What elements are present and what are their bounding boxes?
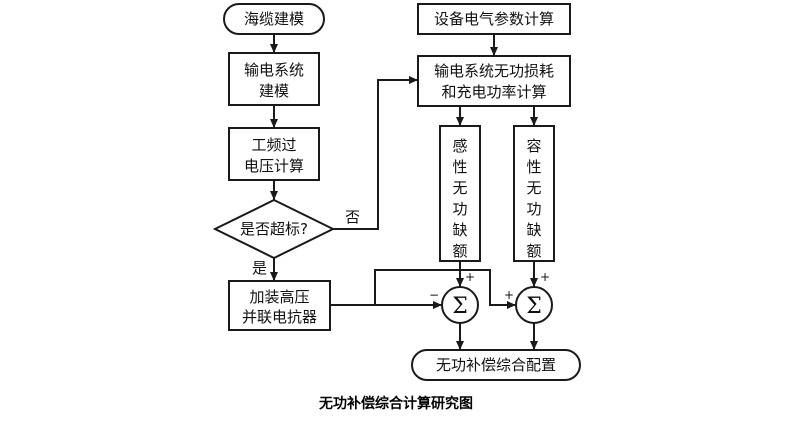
node-overvoltage-calc-label-2: 电压计算 [244, 157, 304, 175]
capacitive-char-4: 功 [526, 200, 541, 218]
branch-label-yes: 是 [252, 259, 267, 277]
node-capacitive-deficit: 容 性 无 功 缺 额 [513, 125, 555, 262]
node-exceed-check-label: 是否超标? [240, 220, 308, 238]
node-add-reactor-label-2: 并联电抗器 [242, 308, 317, 326]
node-reactive-loss-calc-label-2: 和充电功率计算 [441, 83, 546, 101]
figure-caption: 无功补偿综合计算研究图 [318, 395, 473, 412]
node-overvoltage-calc: 工频过 电压计算 [228, 127, 320, 181]
sign-plus-right-left: + [504, 288, 514, 302]
summing-junction-left-symbol: Σ [452, 294, 468, 319]
summing-junction-left: Σ [441, 286, 479, 324]
sign-plus-left-top: + [465, 270, 475, 284]
inductive-char-1: 感 [452, 137, 467, 155]
node-reactive-loss-calc: 输电系统无功损耗 和充电功率计算 [417, 55, 571, 107]
capacitive-char-1: 容 [526, 137, 541, 155]
node-add-reactor: 加装高压 并联电抗器 [228, 280, 331, 331]
node-overvoltage-calc-label-1: 工频过 [251, 136, 296, 154]
edge-reactor-to-right-sum [374, 269, 516, 309]
node-reactive-loss-calc-label-1: 输电系统无功损耗 [434, 62, 554, 80]
node-sea-cable-modeling-label: 海缆建模 [244, 10, 304, 28]
node-final-config: 无功补偿综合配置 [411, 349, 581, 381]
summing-junction-right-symbol: Σ [526, 294, 542, 319]
sign-minus-left: − [429, 288, 439, 302]
summing-junction-right: Σ [515, 286, 553, 324]
inductive-char-5: 缺 [452, 221, 467, 239]
node-sea-cable-modeling: 海缆建模 [223, 3, 325, 35]
sign-plus-right-top: + [540, 270, 550, 284]
edge-check-no [333, 76, 418, 230]
node-line-system-modeling: 输电系统 建模 [228, 52, 320, 106]
capacitive-char-3: 无 [526, 179, 541, 197]
node-final-config-label: 无功补偿综合配置 [436, 356, 556, 374]
node-add-reactor-label-1: 加装高压 [249, 288, 309, 306]
node-equipment-params: 设备电气参数计算 [417, 3, 571, 35]
inductive-char-4: 功 [452, 200, 467, 218]
capacitive-char-5: 缺 [526, 221, 541, 239]
node-exceed-check: 是否超标? [212, 198, 336, 260]
node-inductive-deficit: 感 性 无 功 缺 额 [439, 125, 481, 262]
branch-label-no: 否 [345, 208, 360, 226]
node-line-system-modeling-label-1: 输电系统 [244, 61, 304, 79]
node-line-system-modeling-label-2: 建模 [259, 82, 289, 100]
inductive-char-2: 性 [452, 158, 467, 176]
capacitive-char-6: 额 [526, 242, 541, 260]
capacitive-char-2: 性 [526, 158, 541, 176]
inductive-char-6: 额 [452, 242, 467, 260]
node-equipment-params-label: 设备电气参数计算 [434, 10, 554, 28]
inductive-char-3: 无 [452, 179, 467, 197]
